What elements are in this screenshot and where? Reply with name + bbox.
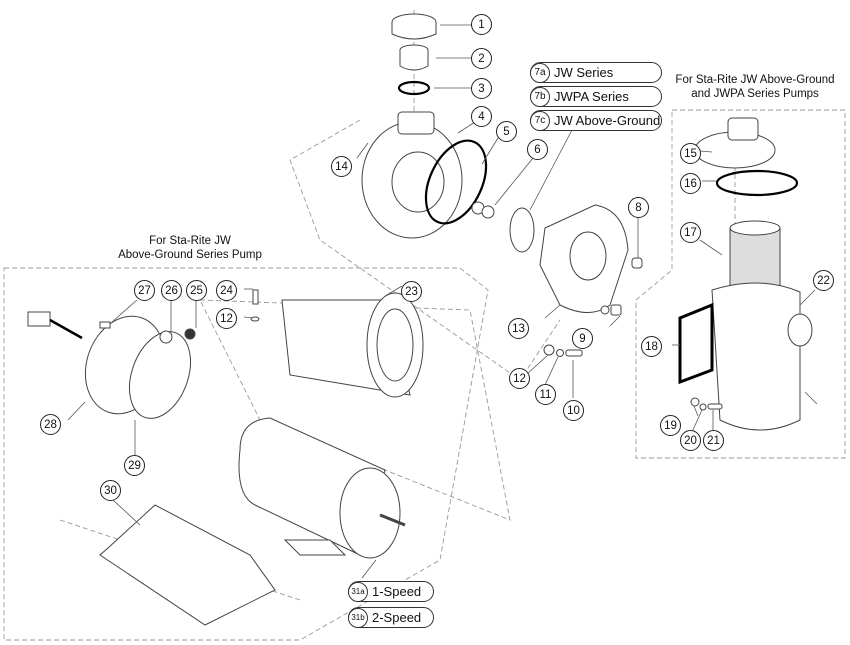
drain-o-ring-part [600, 305, 610, 315]
callout-27: 27 [134, 280, 155, 301]
callout-30: 30 [100, 480, 121, 501]
callout-19: 19 [660, 415, 681, 436]
base-part [99, 504, 276, 626]
seal-plate-bore [569, 231, 607, 281]
callout-6: 6 [527, 139, 548, 160]
variant-31a: 31a 1-Speed [348, 581, 434, 602]
variant-label: 2-Speed [372, 610, 422, 625]
motor-cover-opening [376, 308, 414, 382]
lock-washer-part-20 [699, 403, 707, 411]
variant-label: JW Above-Ground [554, 113, 661, 128]
cover-o-ring-part [715, 169, 799, 197]
housing-o-ring-part [424, 139, 488, 225]
screw-24-part [252, 289, 259, 305]
plug-part [631, 257, 643, 269]
variant-7c: 7c JW Above-Ground [530, 110, 662, 131]
callout-5: 5 [496, 121, 517, 142]
callout-12-left: 12 [216, 308, 237, 329]
callout-1: 1 [471, 14, 492, 35]
variant-tag: 7b [530, 86, 550, 107]
callout-17: 17 [680, 222, 701, 243]
callout-20: 20 [680, 430, 701, 451]
motor-foot [283, 539, 347, 556]
basket-rim [729, 220, 781, 236]
callout-13: 13 [508, 318, 529, 339]
callout-23: 23 [401, 281, 422, 302]
variant-label: JWPA Series [554, 89, 629, 104]
union-nut-body [391, 22, 437, 40]
tailpiece-body [399, 50, 429, 71]
variant-tag: 31b [348, 607, 368, 628]
screw-27-part [99, 321, 111, 329]
callout-15: 15 [680, 143, 701, 164]
caption-line: Above-Ground Series Pump [118, 249, 262, 261]
motor-face [339, 467, 401, 559]
callout-4: 4 [471, 106, 492, 127]
housing-volute [391, 151, 445, 213]
pot-outlet [787, 313, 813, 347]
callout-9: 9 [572, 328, 593, 349]
variant-tag: 31a [348, 581, 368, 602]
callout-10: 10 [563, 400, 584, 421]
shaft-seal-part-b [481, 205, 495, 219]
switch-part [184, 328, 196, 340]
callout-2: 2 [471, 48, 492, 69]
variant-7a: 7a JW Series [530, 62, 662, 83]
end-cap-ring-part [129, 331, 191, 419]
drain-plug-part [610, 304, 622, 316]
callout-29: 29 [124, 455, 145, 476]
caption-line: and JWPA Series Pumps [691, 88, 819, 100]
callout-11: 11 [535, 384, 556, 405]
callout-24: 24 [216, 280, 237, 301]
motor-shaft [379, 513, 406, 527]
callout-3: 3 [471, 78, 492, 99]
variant-tag: 7a [530, 62, 550, 83]
caption-line: For Sta-Rite JW Above-Ground [675, 74, 835, 86]
housing-inlet [397, 111, 435, 135]
washer-part [543, 344, 555, 356]
callout-12: 12 [509, 368, 530, 389]
callout-22: 22 [813, 270, 834, 291]
callout-26: 26 [161, 280, 182, 301]
power-cord [49, 318, 83, 340]
variant-31b: 31b 2-Speed [348, 607, 434, 628]
callout-16: 16 [680, 173, 701, 194]
callout-28: 28 [40, 414, 61, 435]
o-ring-part [397, 80, 431, 96]
caption-strainer-pump: For Sta-Rite JW Above-Ground and JWPA Se… [660, 73, 850, 101]
callout-18: 18 [641, 336, 662, 357]
impeller-part [509, 207, 535, 253]
bolt-part-21 [707, 403, 723, 410]
variant-label: 1-Speed [372, 584, 422, 599]
washer-part-19 [690, 397, 700, 407]
strainer-pot-part [711, 282, 801, 431]
variant-tag: 7c [530, 110, 550, 131]
assembly-axis [289, 119, 561, 381]
left-group-boundary [3, 267, 489, 641]
bolt-part [565, 349, 583, 357]
variant-label: JW Series [554, 65, 614, 80]
lock-washer-part [556, 349, 564, 357]
callout-14: 14 [331, 156, 352, 177]
callout-25: 25 [186, 280, 207, 301]
right-group-boundary [635, 109, 846, 459]
switch-boot-part [159, 330, 173, 344]
callout-8: 8 [628, 197, 649, 218]
gasket-part [678, 302, 714, 385]
caption-line: For Sta-Rite JW [149, 235, 231, 247]
caption-above-ground-pump: For Sta-Rite JW Above-Ground Series Pump [90, 234, 290, 262]
callout-21: 21 [703, 430, 724, 451]
power-plug-part [27, 311, 51, 327]
variant-7b: 7b JWPA Series [530, 86, 662, 107]
strainer-cover-handle [727, 117, 759, 141]
